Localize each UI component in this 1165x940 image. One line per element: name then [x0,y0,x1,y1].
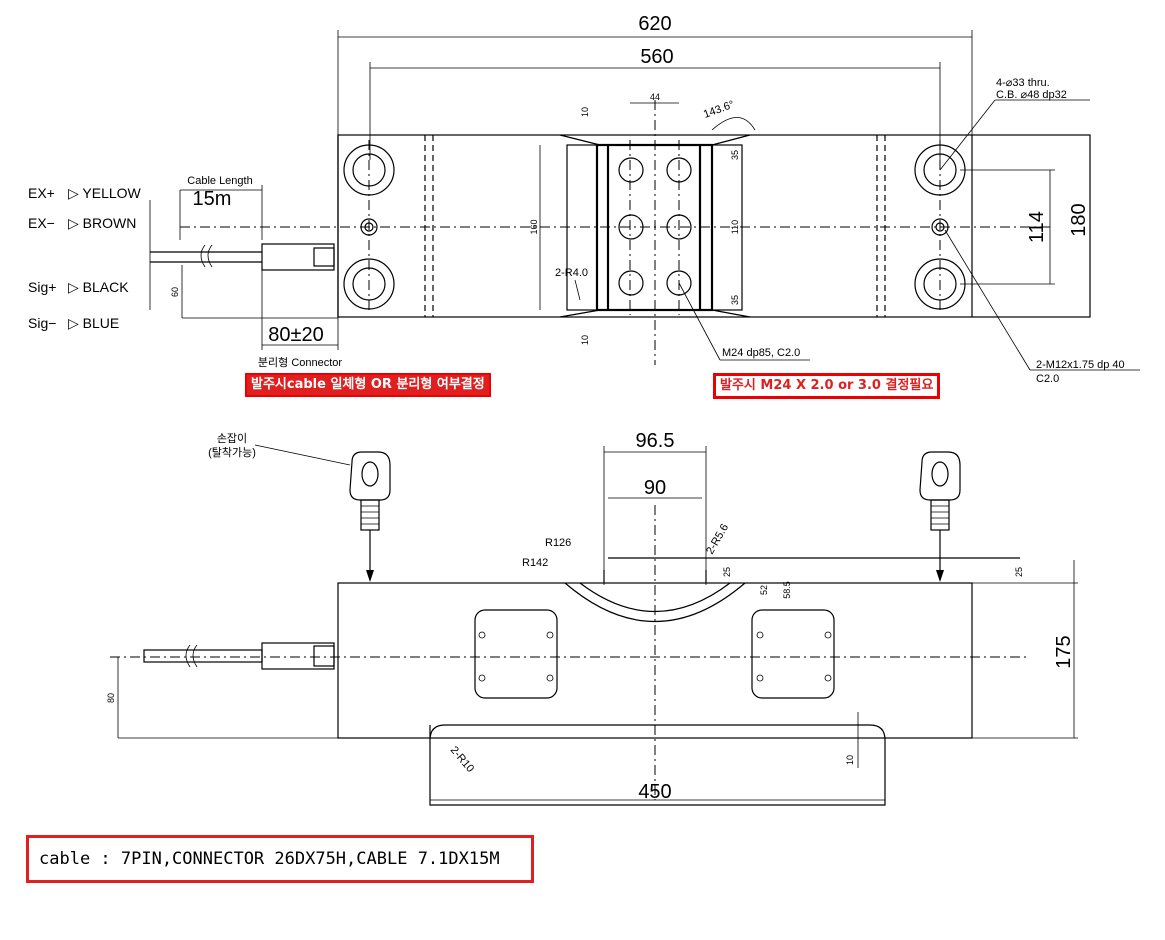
wire-color: ▷ BLACK [68,279,129,295]
eyebolt-label-sub: (탈착가능) [208,446,256,459]
m24-note-box: 발주시 M24 X 2.0 or 3.0 결정필요 [713,373,941,399]
eyebolt-right [919,451,961,582]
wire-color: ▷ BLUE [68,315,119,331]
cable-length-value: 15m [193,188,232,210]
load-cell-body-top [337,134,1091,318]
radius-note: 2-R4.0 [555,267,588,279]
wire-pin: Sig+ [28,279,56,295]
radius-r10: 2-R10 [448,744,476,775]
dim-80: 80 [106,693,116,703]
dim-180: 180 [1068,203,1090,236]
wire-pin: EX+ [28,185,55,201]
dim-175: 175 [1053,635,1075,668]
eyebolt-label: 손잡이 [217,432,247,445]
wire-color: ▷ YELLOW [68,185,142,201]
connector-label: 분리형 Connector [258,356,343,369]
radius-r5-6: 2-R5.6 [704,522,731,557]
dim-10-bottom: 10 [580,335,590,345]
dim-10-front: 10 [845,755,855,765]
cable-spec-text: cable : 7PIN,CONNECTOR 26DX75H,CABLE 7.1… [39,849,500,869]
front-view: 96.5 90 450 2-R10 10 R126 R142 2-R5.6 25… [106,430,1078,806]
dim-25-a: 25 [722,567,732,577]
m12-note-2: C2.0 [1036,373,1059,385]
dim-52: 52 [759,585,769,595]
hole-note-2: C.B. ⌀48 dp32 [996,89,1067,101]
dim-35-top: 35 [730,150,740,160]
dim-110: 110 [730,220,740,234]
dim-58-5: 58.5 [782,581,792,599]
cable-spec-box: cable : 7PIN,CONNECTOR 26DX75H,CABLE 7.1… [26,835,534,883]
m12-note-1: 2-M12x1.75 dp 40 [1036,359,1125,371]
wire-pin: Sig− [28,315,56,331]
dim-35-bottom: 35 [730,295,740,305]
dim-160: 160 [529,219,539,234]
dim-96-5: 96.5 [636,430,675,452]
cover-plate-left [474,609,558,699]
connector-front [261,642,335,670]
dim-560: 560 [640,46,673,68]
dim-60: 60 [170,287,180,297]
wire-list: EX+ ▷ YELLOW EX− ▷ BROWN Sig+ ▷ BLACK Si… [28,185,142,331]
load-cell-body-front [337,582,973,739]
eyebolt-left [349,451,391,582]
dim-620: 620 [638,13,671,35]
dim-90: 90 [644,477,666,499]
m24-holes [618,157,692,296]
angle-143-6: 143.6° [702,99,736,121]
dim-44: 44 [650,92,660,102]
wire-color: ▷ BROWN [68,215,136,231]
dim-10-top: 10 [580,107,590,117]
top-view: 620 560 4 [28,13,1140,385]
cable-note-box: 발주시cable 일체형 OR 분리형 여부결정 [245,373,491,397]
radius-r126: R126 [545,537,571,549]
cable-length-label: Cable Length [187,175,252,187]
dim-450: 450 [638,781,671,803]
hole-note-1: 4-⌀33 thru. [996,77,1050,89]
radius-r142: R142 [522,557,548,569]
cover-plate-right [751,609,835,699]
m24-note: M24 dp85, C2.0 [722,347,800,359]
connector-dim: 80±20 [268,324,323,346]
wire-pin: EX− [28,215,55,231]
dim-25-b: 25 [1014,567,1024,577]
dim-114: 114 [1026,211,1048,243]
